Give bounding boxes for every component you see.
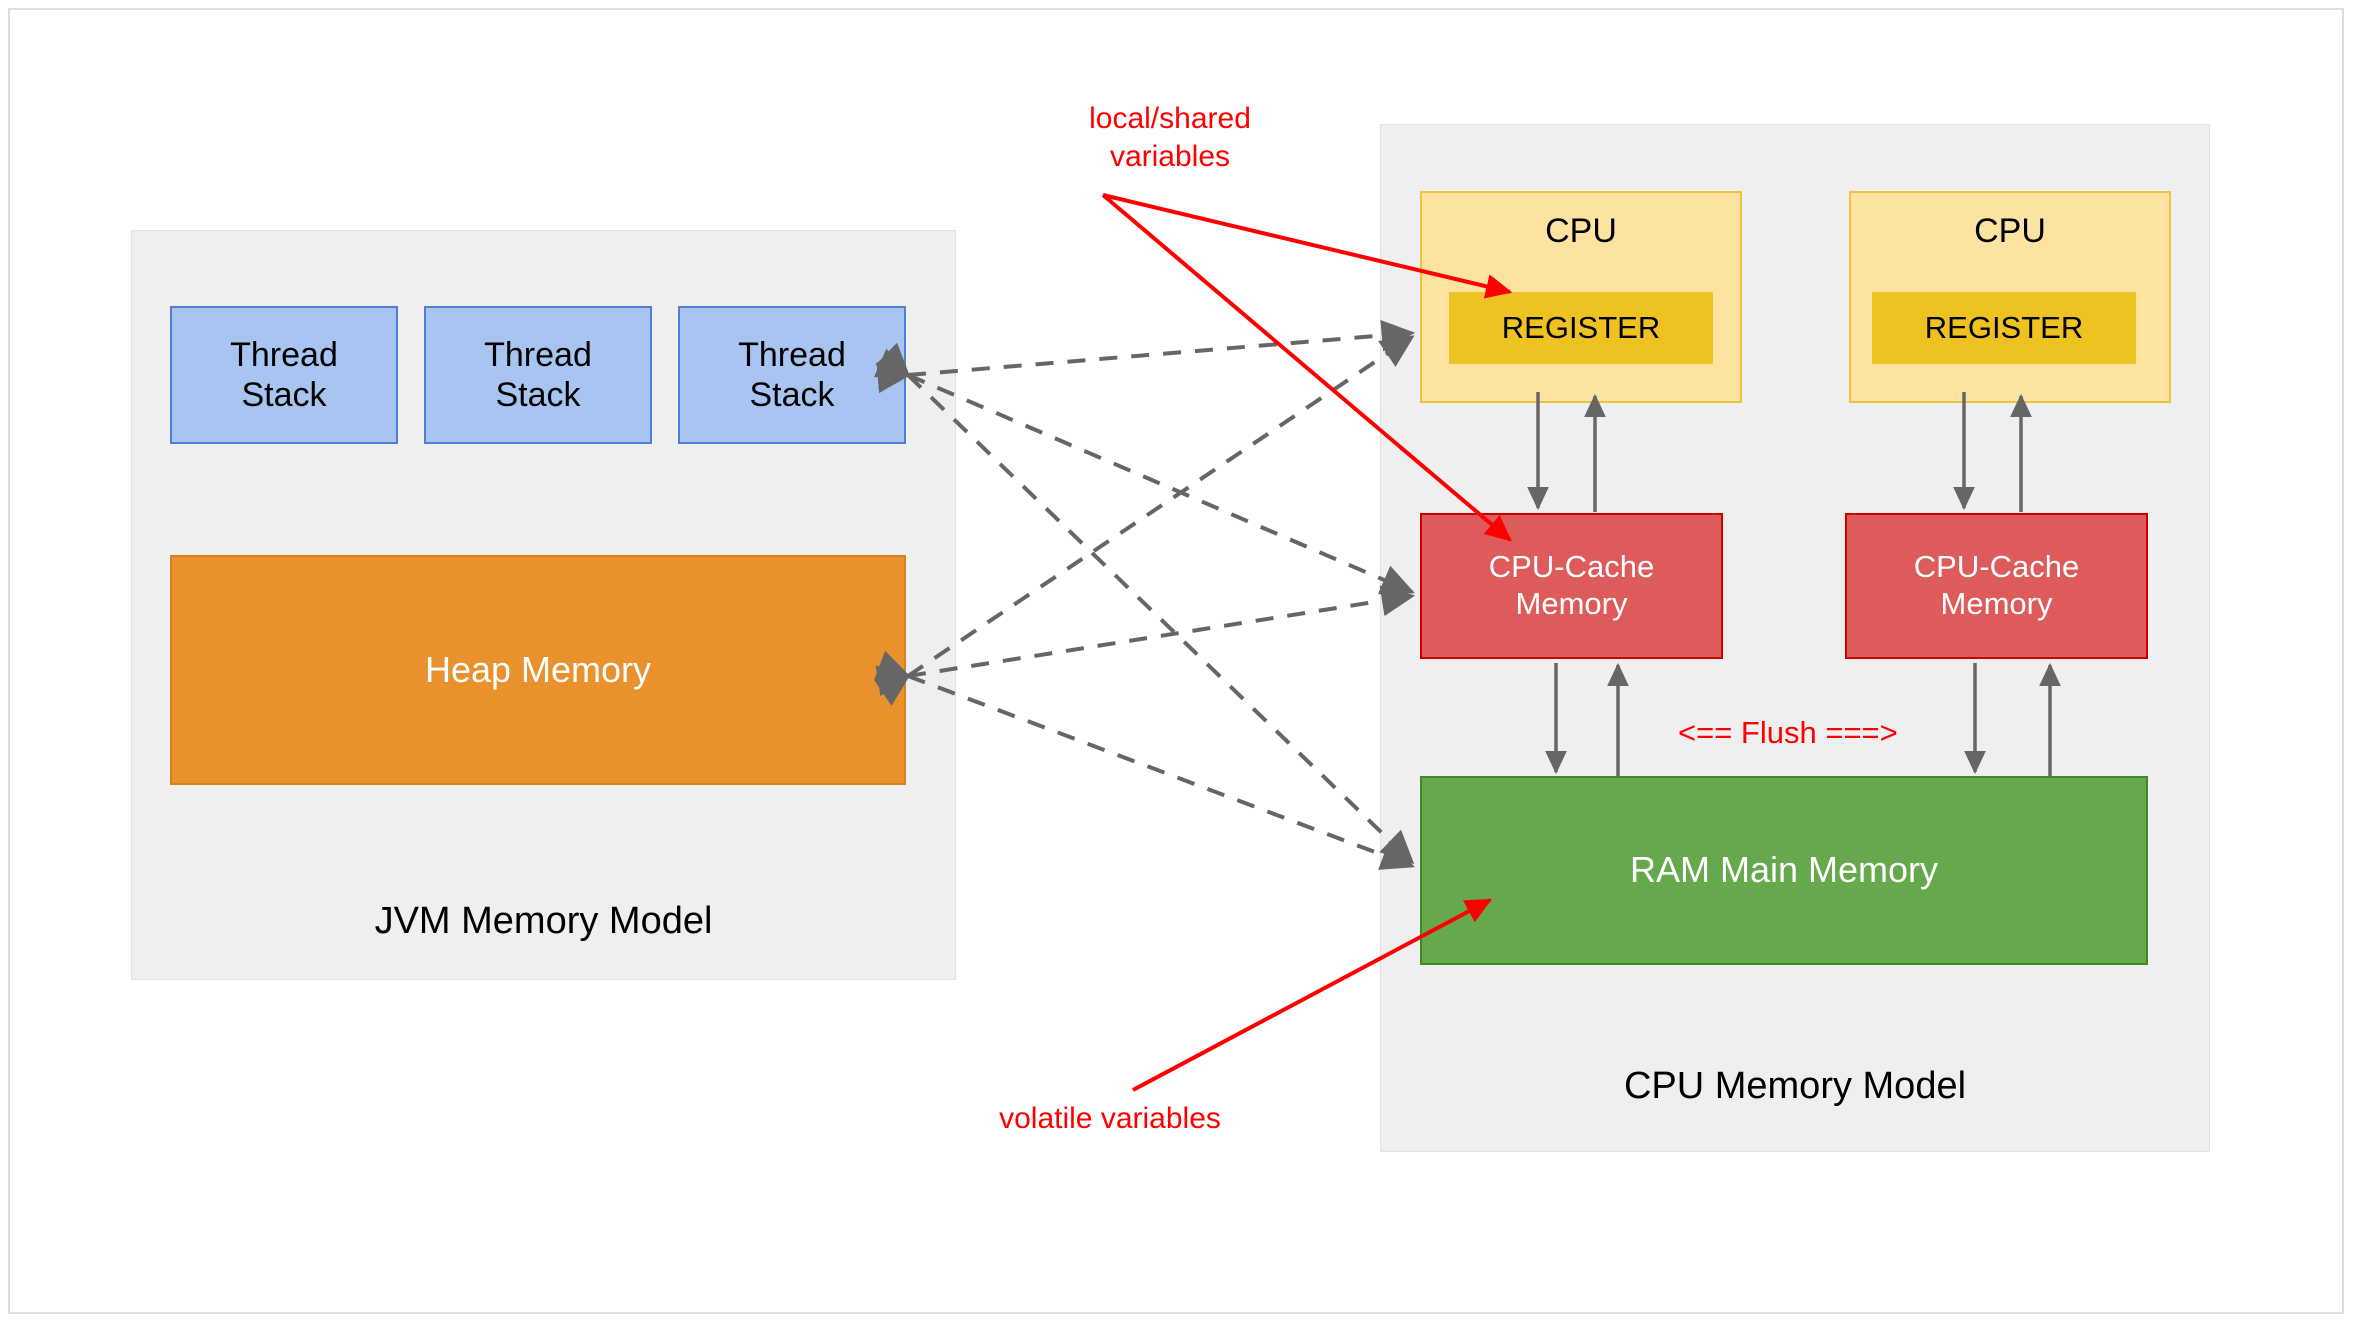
register-box-2: REGISTER xyxy=(1872,292,2136,364)
cpu-memory-model-label: CPU Memory Model xyxy=(1623,1065,1967,1107)
cpu-cache-memory-box-2: CPU-Cache Memory xyxy=(1845,513,2148,659)
jvm-memory-model-label: JVM Memory Model xyxy=(374,900,713,942)
thread-stack-box-2: Thread Stack xyxy=(424,306,652,444)
flush-label: <== Flush ===> xyxy=(1678,715,1898,750)
cpu-cache-memory-box-1: CPU-Cache Memory xyxy=(1420,513,1723,659)
heap-memory-box: Heap Memory xyxy=(170,555,906,785)
local-shared-variables-annotation: local/shared variables xyxy=(1089,102,1251,173)
ram-main-memory-box: RAM Main Memory xyxy=(1420,776,2148,965)
thread-stack-box-1: Thread Stack xyxy=(170,306,398,444)
thread-stack-box-3: Thread Stack xyxy=(678,306,906,444)
register-box-1: REGISTER xyxy=(1449,292,1713,364)
volatile-variables-annotation: volatile variables xyxy=(999,1102,1221,1135)
